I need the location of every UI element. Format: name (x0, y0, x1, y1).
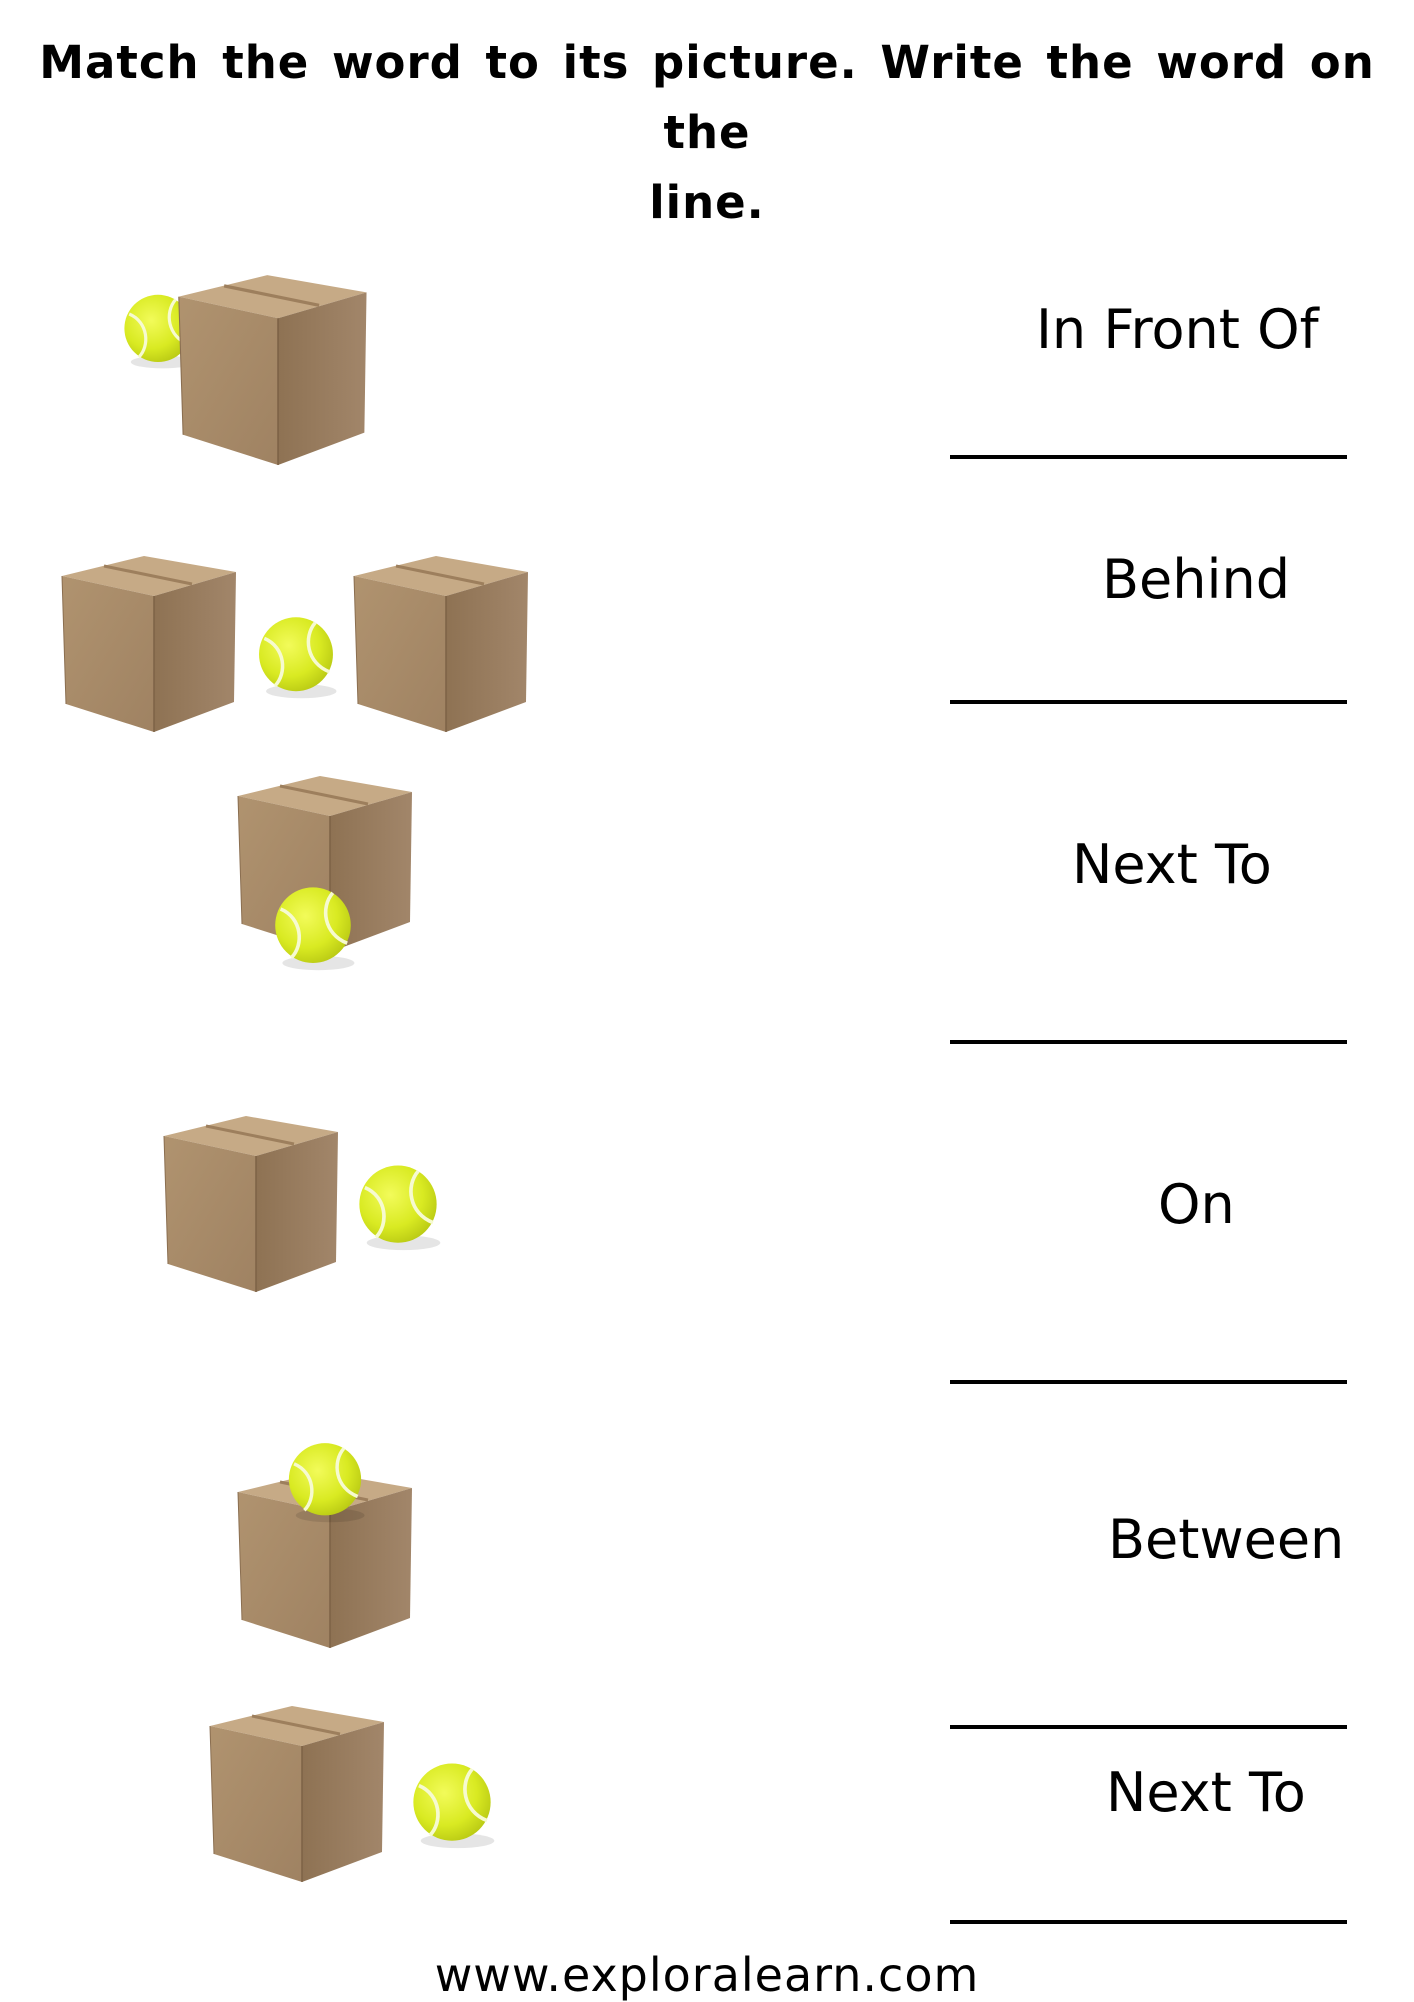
word-1: In Front Of (1036, 298, 1319, 361)
word-2: Behind (1102, 548, 1290, 611)
picture-ball-on-box (228, 1438, 428, 1648)
answer-line-3[interactable] (950, 1040, 1347, 1044)
footer-url: www.exploralearn.com (434, 1948, 980, 2002)
instructions-line-2: line. (649, 176, 765, 229)
answer-line-1[interactable] (950, 455, 1347, 459)
instructions: Match the word to its picture. Write the… (0, 28, 1414, 238)
answer-line-5[interactable] (950, 1725, 1347, 1729)
picture-ball-behind-box (118, 260, 378, 470)
answer-line-6[interactable] (950, 1920, 1347, 1924)
word-6: Next To (1106, 1761, 1306, 1824)
picture-ball-between-boxes (52, 542, 542, 742)
answer-line-2[interactable] (950, 700, 1347, 704)
word-3: Next To (1072, 833, 1272, 896)
picture-ball-next-to-box (154, 1102, 454, 1302)
picture-ball-next-to-box-2 (200, 1692, 520, 1892)
word-4: On (1158, 1173, 1235, 1236)
answer-line-4[interactable] (950, 1380, 1347, 1384)
word-5: Between (1108, 1508, 1345, 1571)
picture-ball-in-front-of-box (228, 762, 428, 982)
instructions-line-1: Match the word to its picture. Write the… (39, 36, 1375, 159)
